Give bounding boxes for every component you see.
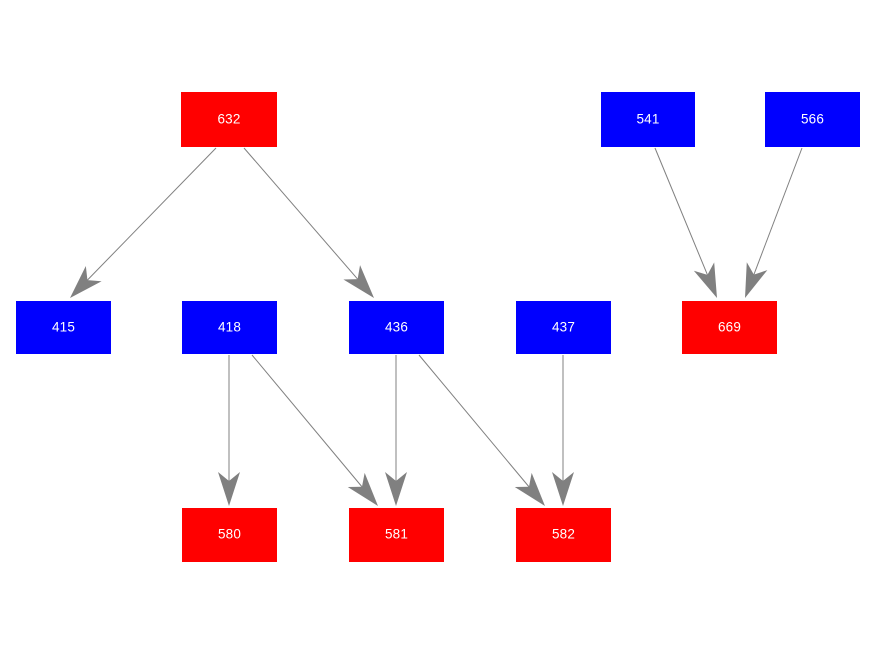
graph-node-label: 669 bbox=[717, 319, 742, 335]
graph-node-label: 541 bbox=[636, 111, 660, 127]
graph-node-541[interactable]: 541 bbox=[601, 92, 695, 147]
graph-node-669[interactable]: 669 bbox=[682, 301, 777, 354]
graph-node-581[interactable]: 581 bbox=[349, 508, 444, 562]
graph-node-label: 418 bbox=[217, 319, 242, 335]
graph-node-437[interactable]: 437 bbox=[516, 301, 611, 354]
graph-node-label: 632 bbox=[217, 111, 241, 127]
graph-node-label: 580 bbox=[217, 526, 242, 542]
graph-node-580[interactable]: 580 bbox=[182, 508, 277, 562]
graph-node-label: 581 bbox=[384, 526, 409, 542]
graph-node-582[interactable]: 582 bbox=[516, 508, 611, 562]
graph-node-436[interactable]: 436 bbox=[349, 301, 444, 354]
graph-node-label: 415 bbox=[51, 319, 76, 335]
graph-node-label: 437 bbox=[551, 319, 576, 335]
graph-node-415[interactable]: 415 bbox=[16, 301, 111, 354]
graph-node-label: 566 bbox=[800, 111, 825, 127]
graph-node-632[interactable]: 632 bbox=[181, 92, 277, 147]
graph-node-label: 582 bbox=[551, 526, 576, 542]
graph-node-418[interactable]: 418 bbox=[182, 301, 277, 354]
graph-node-566[interactable]: 566 bbox=[765, 92, 860, 147]
graph-node-label: 436 bbox=[384, 319, 409, 335]
